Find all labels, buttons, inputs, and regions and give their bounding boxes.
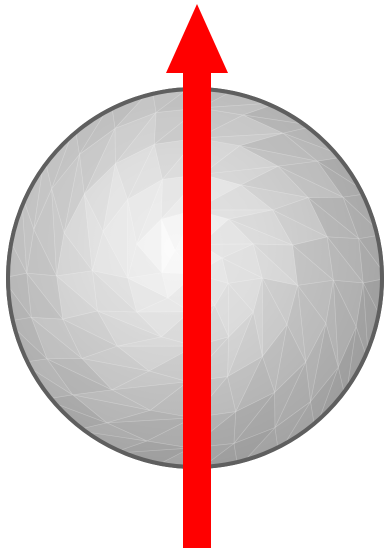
- arrow-head: [166, 4, 228, 73]
- arrow-shaft: [183, 72, 211, 548]
